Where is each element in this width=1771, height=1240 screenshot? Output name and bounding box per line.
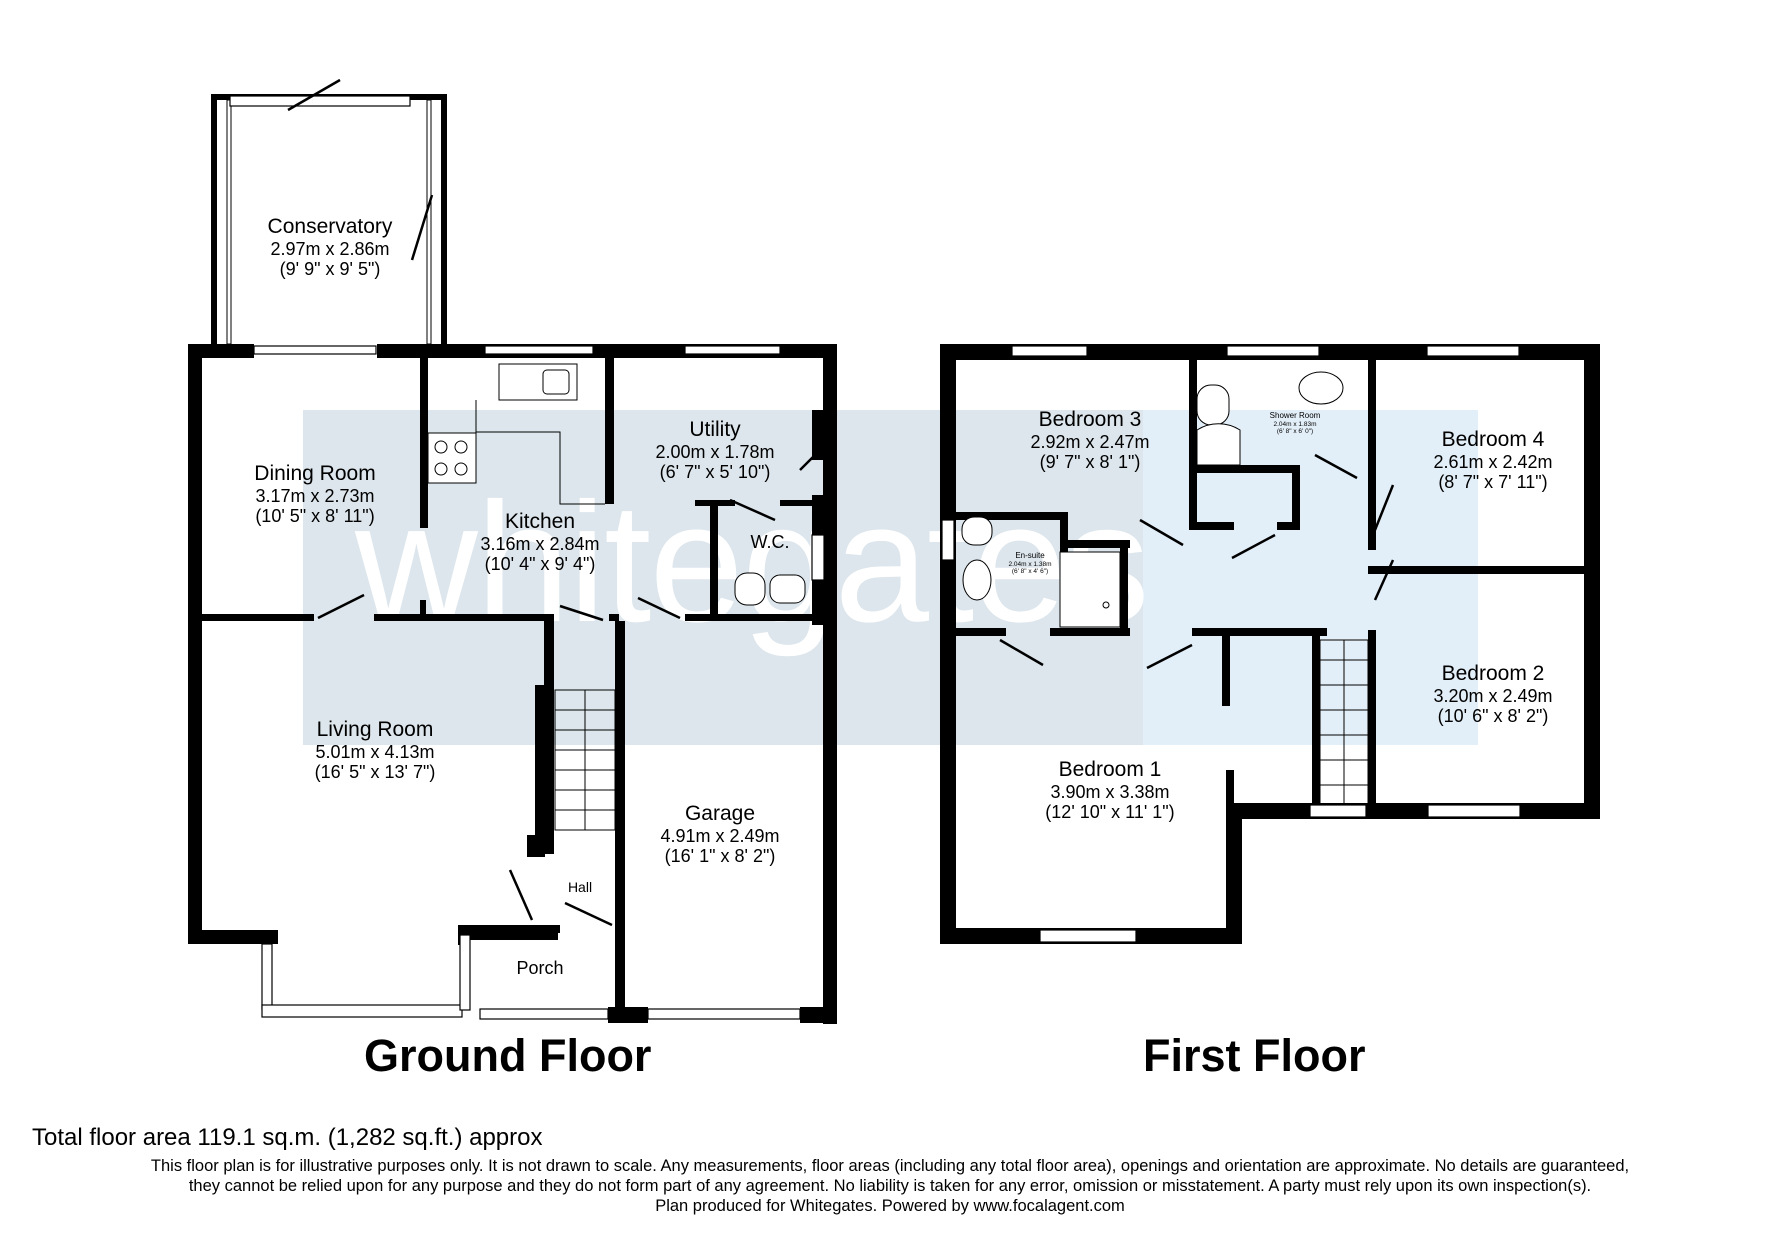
room-name: Conservatory: [267, 215, 393, 238]
room-name: En-suite: [1015, 551, 1045, 560]
room-imperial: (16' 1" x 8' 2"): [664, 845, 776, 866]
room-label-bedroom-2: Bedroom 2 3.20m x 2.49m (10' 6" x 8' 2"): [1398, 662, 1588, 726]
room-imperial: (12' 10" x 11' 1"): [1045, 801, 1175, 822]
total-floor-area: Total floor area 119.1 sq.m. (1,282 sq.f…: [32, 1124, 543, 1151]
first-floor-doors: [999, 453, 1395, 670]
disclaimer: This floor plan is for illustrative purp…: [30, 1156, 1750, 1216]
room-imperial: (6' 7" x 5' 10"): [659, 461, 771, 482]
room-metric: 5.01m x 4.13m: [315, 741, 435, 762]
room-imperial: (16' 5" x 13' 7"): [314, 761, 436, 782]
room-imperial: (9' 7" x 8' 1"): [1039, 451, 1141, 472]
room-label-bedroom-4: Bedroom 4 2.61m x 2.42m (8' 7" x 7' 11"): [1398, 428, 1588, 492]
room-metric: 3.20m x 2.49m: [1433, 685, 1553, 706]
room-metric: 3.90m x 3.38m: [1050, 781, 1170, 802]
room-name: Garage: [684, 802, 756, 825]
room-imperial: (10' 6" x 8' 2"): [1437, 705, 1549, 726]
room-label-porch: Porch: [490, 958, 590, 978]
first-floor-stairs: [1319, 639, 1369, 806]
room-imperial: (6' 8" x 4' 6"): [1011, 568, 1049, 576]
room-metric: 2.61m x 2.42m: [1433, 451, 1553, 472]
room-name: Bedroom 4: [1441, 428, 1545, 451]
room-imperial: (10' 4" x 9' 4"): [484, 553, 596, 574]
room-label-garage: Garage 4.91m x 2.49m (16' 1" x 8' 2"): [625, 802, 815, 866]
kitchen-fittings: [427, 363, 806, 606]
room-metric: 3.17m x 2.73m: [255, 485, 375, 506]
room-label-dining-room: Dining Room 3.17m x 2.73m (10' 5" x 8' 1…: [215, 462, 415, 526]
room-imperial: (10' 5" x 8' 11"): [255, 505, 375, 526]
room-label-hall: Hall: [555, 879, 605, 896]
room-name: Kitchen: [504, 510, 576, 533]
room-metric: 3.16m x 2.84m: [480, 533, 600, 554]
room-metric: 4.91m x 2.49m: [660, 825, 780, 846]
room-name: Living Room: [316, 718, 434, 741]
room-label-bedroom-3: Bedroom 3 2.92m x 2.47m (9' 7" x 8' 1"): [1000, 408, 1180, 472]
room-metric: 2.92m x 2.47m: [1030, 431, 1150, 452]
bathroom-fittings: [961, 371, 1344, 628]
ground-floor-windows: [229, 95, 825, 1020]
room-name: Hall: [567, 879, 593, 895]
room-label-living-room: Living Room 5.01m x 4.13m (16' 5" x 13' …: [275, 718, 475, 782]
room-metric: 2.97m x 2.86m: [270, 238, 390, 259]
room-name: Bedroom 1: [1058, 758, 1162, 781]
ground-floor-title: Ground Floor: [364, 1030, 652, 1081]
disclaimer-line-2: they cannot be relied upon for any purpo…: [188, 1177, 1592, 1195]
room-label-wc: W.C.: [730, 532, 810, 552]
room-name: Bedroom 3: [1038, 408, 1142, 431]
first-floor-windows: [941, 345, 1521, 943]
room-name: Shower Room: [1269, 411, 1321, 420]
room-label-kitchen: Kitchen 3.16m x 2.84m (10' 4" x 9' 4"): [440, 510, 640, 574]
room-name: W.C.: [750, 532, 790, 552]
room-imperial: (9' 9" x 9' 5"): [279, 258, 381, 279]
room-label-en-suite: En-suite 2.04m x 1.38m (6' 8" x 4' 6"): [995, 551, 1065, 576]
ground-floor-doors: [287, 78, 821, 927]
ground-floor-stairs: [554, 689, 616, 831]
room-label-utility: Utility 2.00m x 1.78m (6' 7" x 5' 10"): [620, 418, 810, 482]
room-label-bedroom-1: Bedroom 1 3.90m x 3.38m (12' 10" x 11' 1…: [1010, 758, 1210, 822]
room-metric: 2.04m x 1.38m: [1008, 560, 1052, 568]
room-name: Porch: [516, 958, 564, 978]
room-label-conservatory: Conservatory 2.97m x 2.86m (9' 9" x 9' 5…: [240, 215, 420, 279]
room-name: Bedroom 2: [1441, 662, 1545, 685]
disclaimer-line-1: This floor plan is for illustrative purp…: [150, 1157, 1630, 1175]
room-label-shower-room: Shower Room 2.04m x 1.83m (6' 8" x 6' 0"…: [1255, 411, 1335, 436]
first-floor-title: First Floor: [1143, 1030, 1366, 1081]
room-name: Utility: [689, 418, 741, 441]
room-name: Dining Room: [254, 462, 376, 485]
room-imperial: (6' 8" x 6' 0"): [1276, 428, 1314, 436]
plan-credit: Plan produced for Whitegates. Powered by…: [655, 1197, 1125, 1215]
room-metric: 2.00m x 1.78m: [655, 441, 775, 462]
room-imperial: (8' 7" x 7' 11"): [1438, 471, 1548, 492]
room-metric: 2.04m x 1.83m: [1273, 420, 1317, 428]
